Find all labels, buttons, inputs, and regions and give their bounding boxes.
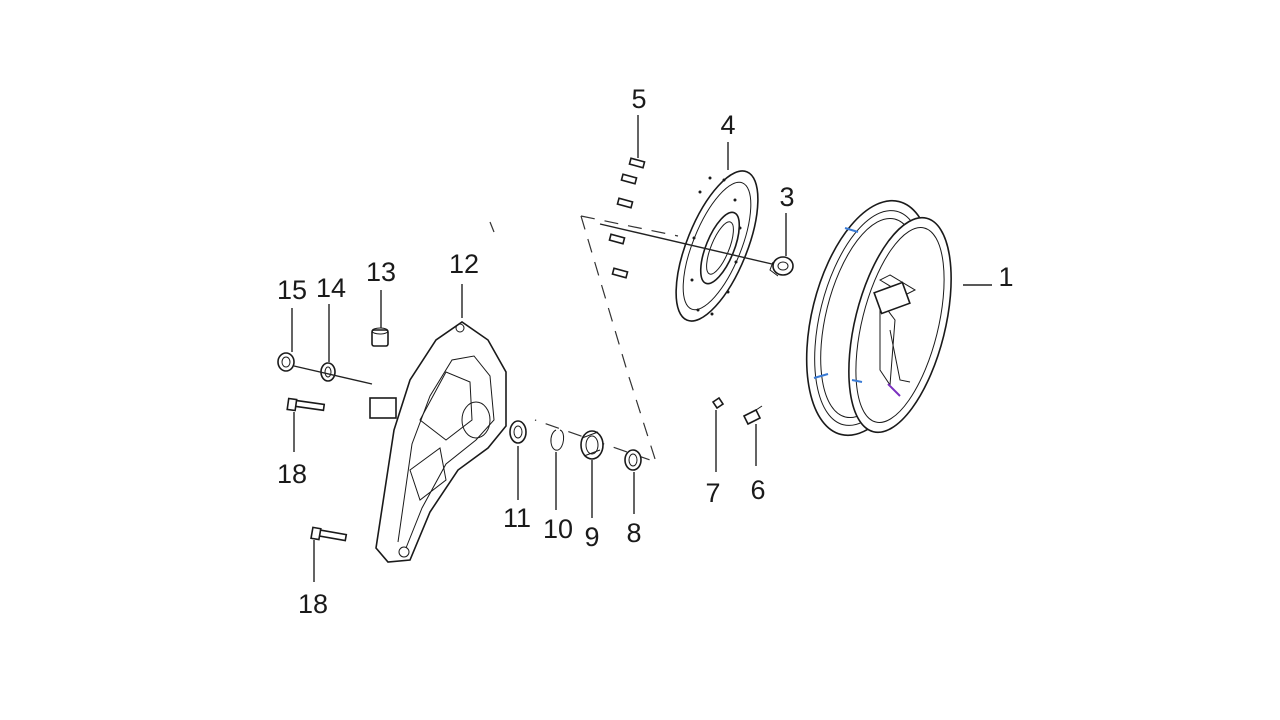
valve-part — [711, 396, 725, 410]
label-4: 4 — [720, 110, 735, 140]
bushing-part — [371, 327, 389, 347]
label-3: 3 — [779, 182, 794, 212]
label-1: 1 — [998, 262, 1013, 292]
brake-disc-part — [675, 170, 759, 322]
label-13: 13 — [366, 257, 396, 287]
bolt — [620, 173, 638, 185]
wheel-rim-part — [805, 199, 952, 437]
bolt — [611, 267, 629, 279]
nut-part — [277, 352, 295, 372]
bolt — [628, 157, 646, 169]
bolt — [608, 233, 626, 245]
bolt-lower-part — [310, 526, 348, 542]
circlip-part — [550, 429, 565, 451]
disc-bolts-part — [608, 157, 646, 279]
collar-part — [624, 449, 642, 471]
label-8: 8 — [626, 518, 641, 548]
label-7: 7 — [705, 478, 720, 508]
oil-seal-part — [580, 430, 604, 460]
label-11: 11 — [503, 503, 531, 533]
label-14: 14 — [316, 273, 346, 303]
axle-line — [599, 223, 773, 265]
label-18b: 18 — [298, 589, 328, 619]
label-18a: 18 — [277, 459, 307, 489]
hub-spacer-part — [769, 256, 794, 277]
axle-line-left — [293, 365, 373, 385]
label-5: 5 — [631, 84, 646, 114]
label-15: 15 — [277, 275, 307, 305]
label-6: 6 — [750, 475, 765, 505]
bolt-upper-part — [286, 397, 326, 412]
bolt — [616, 197, 634, 209]
bearing-part — [509, 420, 527, 444]
swing-arm-part — [369, 321, 507, 563]
valve-stem-part — [742, 405, 763, 426]
assembly-guide-line — [534, 215, 657, 463]
label-10: 10 — [543, 514, 573, 544]
assembly-guide-line-2 — [580, 215, 679, 237]
label-12: 12 — [449, 249, 479, 279]
assembly-guide-line-3 — [489, 221, 495, 233]
washer-part — [320, 362, 336, 382]
label-9: 9 — [584, 522, 599, 552]
